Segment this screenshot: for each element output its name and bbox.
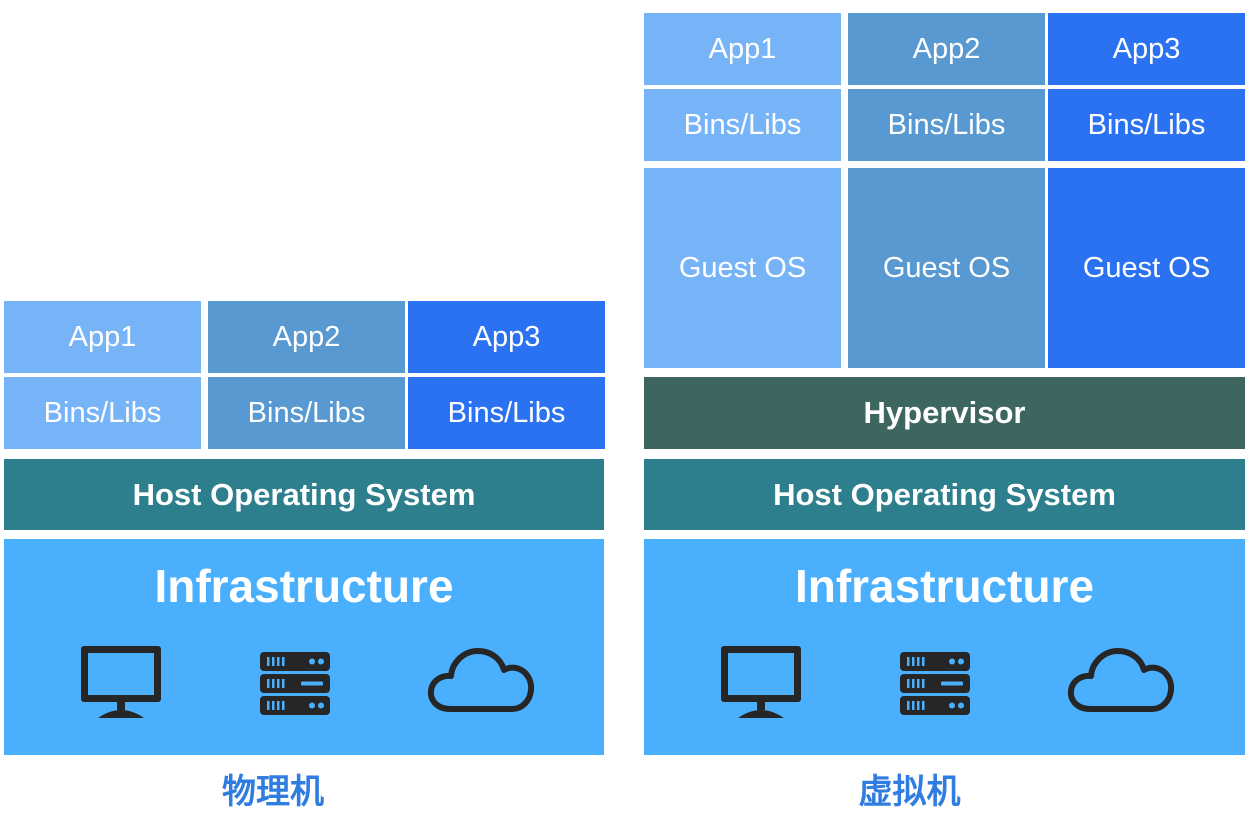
server-icon	[900, 652, 970, 715]
cloud-icon	[1067, 648, 1175, 712]
physical-infrastructure: Infrastructure	[4, 539, 604, 755]
physical-infrastructure-title: Infrastructure	[154, 560, 454, 612]
virtual-app2: App2	[848, 13, 1045, 85]
virtual-hypervisor: Hypervisor	[644, 377, 1245, 449]
physical-libs1: Bins/Libs	[4, 377, 201, 449]
physical-libs2: Bins/Libs	[208, 377, 405, 449]
physical-host-os: Host Operating System	[4, 459, 604, 530]
virtual-libs1: Bins/Libs	[644, 89, 841, 161]
virtual-app1: App1	[644, 13, 841, 85]
server-icon	[260, 652, 330, 715]
virtual-guest-os1: Guest OS	[644, 168, 841, 368]
monitor-icon	[721, 646, 801, 718]
cloud-icon	[427, 648, 535, 712]
virtual-app3: App3	[1048, 13, 1245, 85]
monitor-icon	[81, 646, 161, 718]
virtual-guest-os2: Guest OS	[848, 168, 1045, 368]
virtual-libs2: Bins/Libs	[848, 89, 1045, 161]
physical-app1: App1	[4, 301, 201, 373]
virtual-guest-os3: Guest OS	[1048, 168, 1245, 368]
physical-app2: App2	[208, 301, 405, 373]
virtual-libs3: Bins/Libs	[1048, 89, 1245, 161]
physical-app3: App3	[408, 301, 605, 373]
virtual-infrastructure: Infrastructure	[644, 539, 1245, 755]
virtual-host-os: Host Operating System	[644, 459, 1245, 530]
virtual-infrastructure-title: Infrastructure	[794, 560, 1095, 612]
physical-libs3: Bins/Libs	[408, 377, 605, 449]
physical-caption: 物理机	[222, 772, 324, 812]
virtual-caption: 虚拟机	[858, 772, 961, 812]
